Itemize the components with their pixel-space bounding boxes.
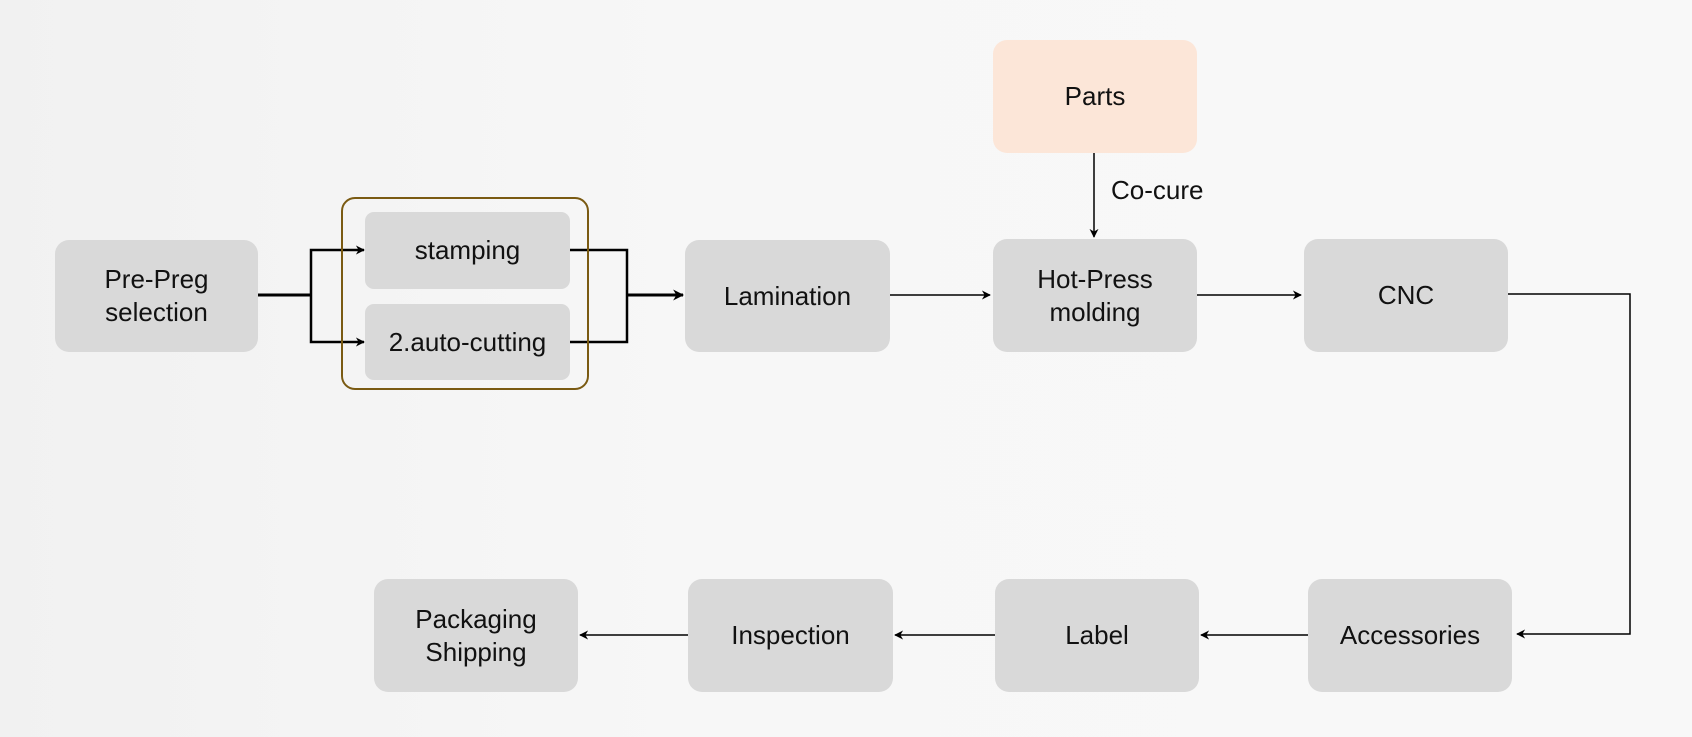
- node-auto-cutting: 2.auto-cutting: [365, 304, 570, 380]
- edge-cnc-accessories: [1508, 293, 1631, 639]
- node-cnc: CNC: [1304, 239, 1508, 352]
- edge-label-cocure: Co-cure: [1111, 175, 1204, 205]
- node-inspection: Inspection: [688, 579, 893, 692]
- node-packaging-shipping: Packaging Shipping: [374, 579, 578, 692]
- node-prepreg-selection: Pre-Preg selection: [55, 240, 258, 352]
- node-label: Label: [995, 579, 1199, 692]
- node-hot-press-molding: Hot-Press molding: [993, 239, 1197, 352]
- node-parts: Parts: [993, 40, 1197, 153]
- node-accessories: Accessories: [1308, 579, 1512, 692]
- node-stamping: stamping: [365, 212, 570, 289]
- node-lamination: Lamination: [685, 240, 890, 352]
- cutting-group-frame: [341, 197, 589, 390]
